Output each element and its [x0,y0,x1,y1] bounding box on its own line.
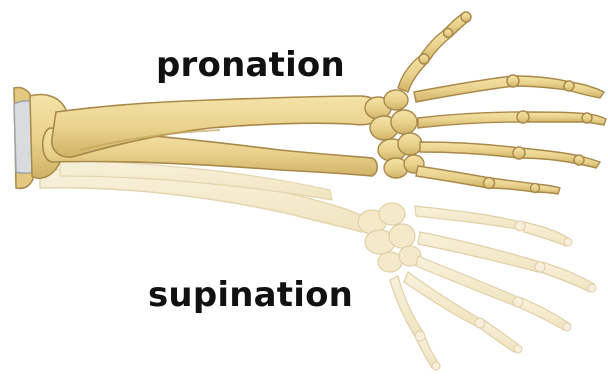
index-finger [414,75,604,102]
middle-finger [418,111,606,128]
ghost-carpals [358,203,421,272]
pronation-label: pronation [156,48,345,82]
little-finger [416,166,560,194]
supination-label: supination [148,278,353,312]
supination-arm [40,160,596,370]
ring-finger [420,142,600,168]
thumb [398,12,471,92]
ghost-fingers [390,206,594,368]
